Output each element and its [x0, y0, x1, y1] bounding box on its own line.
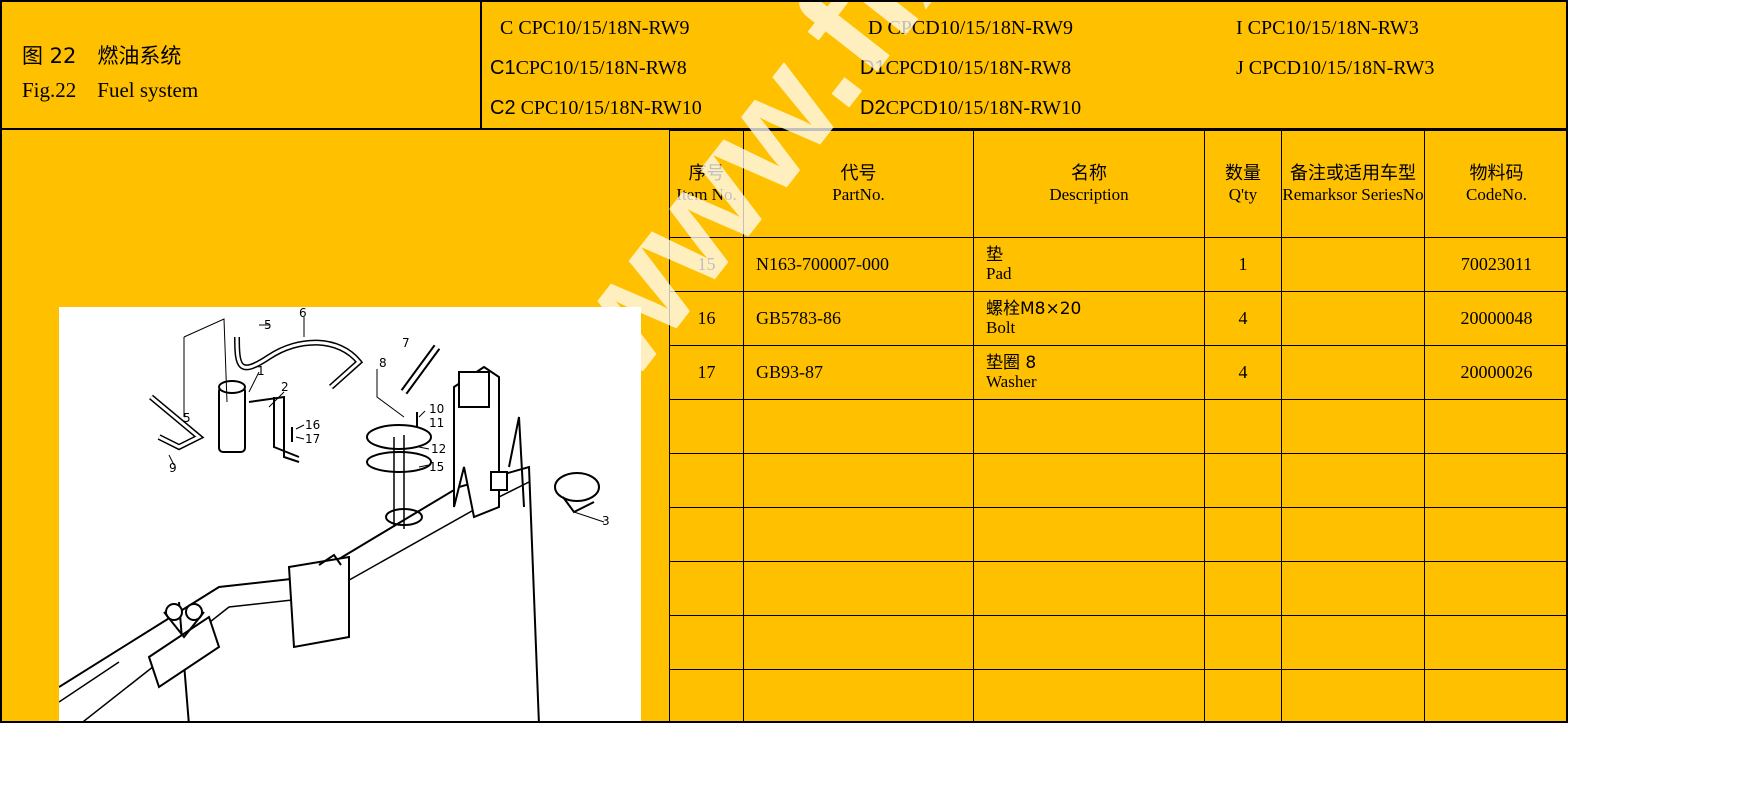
figure-title-cn: 图 22 燃油系统	[22, 44, 182, 68]
table-row-empty	[669, 507, 1566, 562]
model-c: C CPC10/15/18N-RW9	[500, 17, 690, 39]
model-d2: D2CPCD10/15/18N-RW10	[860, 97, 1082, 119]
cell-item: 15	[669, 237, 744, 292]
callout-12: 12	[431, 442, 446, 456]
table-row-empty	[669, 453, 1566, 508]
model-i: I CPC10/15/18N-RW3	[1236, 17, 1419, 39]
model-c2: C2 CPC10/15/18N-RW10	[490, 97, 702, 119]
callout-15: 15	[429, 460, 444, 474]
callout-16: 16	[305, 418, 320, 432]
callout-2: 2	[281, 380, 289, 394]
model-c1: C1CPC10/15/18N-RW8	[490, 57, 687, 79]
callout-8: 8	[379, 356, 387, 370]
callout-17: 17	[305, 432, 320, 446]
cell-code: 20000048	[1424, 291, 1566, 346]
model-j: J CPCD10/15/18N-RW3	[1236, 57, 1435, 79]
cell-remark	[1281, 237, 1425, 292]
table-row-empty	[669, 561, 1566, 616]
cell-remark	[1281, 291, 1425, 346]
cell-part: GB93-87	[743, 345, 974, 400]
callout-10: 10	[429, 402, 444, 416]
fuel-system-drawing: 1 2 3 5 5 6 7 8 9 10 11 12 15 16 17	[59, 307, 641, 721]
callout-5a: 5	[264, 318, 272, 332]
cell-remark	[1281, 345, 1425, 400]
cell-qty: 4	[1204, 345, 1282, 400]
table-row-empty	[669, 669, 1566, 721]
illustration-area: 1 2 3 5 5 6 7 8 9 10 11 12 15 16 17	[2, 130, 667, 721]
callout-3: 3	[602, 514, 610, 528]
model-d1: D1CPCD10/15/18N-RW8	[860, 57, 1072, 79]
callout-11: 11	[429, 416, 444, 430]
callout-9: 9	[169, 461, 177, 475]
cell-part: N163-700007-000	[743, 237, 974, 292]
cell-part: GB5783-86	[743, 291, 974, 346]
cell-code: 20000026	[1424, 345, 1566, 400]
table-row-empty	[669, 615, 1566, 670]
page-header: 图 22 燃油系统 Fig.22 Fuel system C CPC10/15/…	[2, 2, 1566, 130]
table-row-empty	[669, 399, 1566, 454]
cell-qty: 1	[1204, 237, 1282, 292]
model-d: D CPCD10/15/18N-RW9	[868, 17, 1074, 39]
figure-title-en: Fig.22 Fuel system	[22, 78, 199, 102]
callout-7: 7	[402, 336, 410, 350]
figure-title-block: 图 22 燃油系统 Fig.22 Fuel system	[2, 2, 482, 128]
cell-item: 16	[669, 291, 744, 346]
callout-1: 1	[257, 364, 265, 378]
callout-6: 6	[299, 307, 307, 320]
cell-qty: 4	[1204, 291, 1282, 346]
cell-code: 70023011	[1424, 237, 1566, 292]
cell-item: 17	[669, 345, 744, 400]
exploded-view-svg: 1 2 3 5 5 6 7 8 9 10 11 12 15 16 17	[59, 307, 610, 721]
callout-5b: 5	[183, 411, 191, 425]
parts-catalog-page: 图 22 燃油系统 Fig.22 Fuel system C CPC10/15/…	[0, 0, 1568, 723]
